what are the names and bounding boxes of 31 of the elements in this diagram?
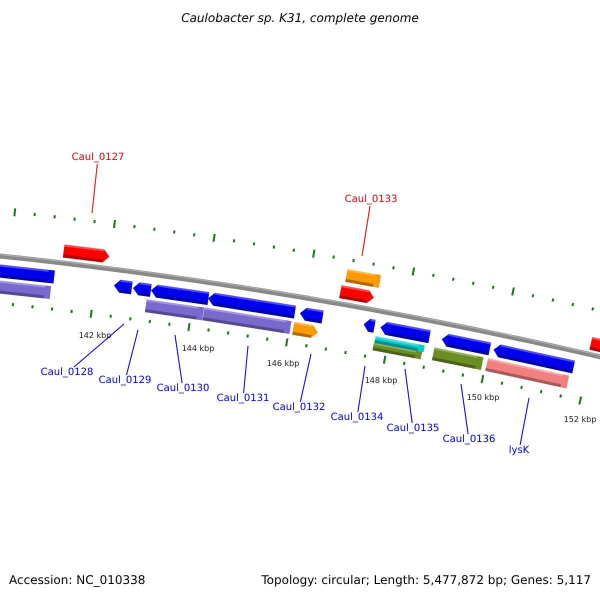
scale-label: 152 kbp [564, 414, 596, 426]
gene-label: Caul_0133 [344, 194, 398, 206]
scale-label: 148 kbp [364, 375, 398, 387]
gene-label: Caul_0131 [216, 393, 270, 405]
gene-label: Caul_0132 [272, 402, 326, 414]
gene-label: Caul_0127 [72, 152, 124, 164]
leader-line [357, 366, 366, 412]
gene-label: Caul_0136 [442, 434, 496, 446]
leader-line [362, 206, 370, 256]
leader-line [126, 330, 138, 376]
gene-label: lysK [508, 445, 530, 457]
gene-label: Caul_0129 [98, 375, 152, 387]
scale-label: 142 kbp [78, 330, 112, 342]
gene-label: Caul_0130 [156, 383, 210, 395]
leader-line [243, 346, 248, 394]
leader-line [300, 354, 312, 402]
scale-label: 150 kbp [466, 392, 500, 404]
leader-line [74, 324, 124, 368]
leader-line [460, 384, 469, 434]
gene-label: Caul_0135 [386, 423, 440, 435]
leader-line [174, 334, 183, 384]
footer-text: Topology: circular; Length: 5,477,872 bp; Genes: 5,117 [261, 572, 591, 589]
leader-line [404, 368, 413, 424]
leader-line [520, 398, 530, 446]
leader-line [92, 164, 98, 214]
scale-label: 144 kbp [182, 343, 214, 355]
scale-label: 146 kbp [266, 358, 300, 370]
footer-text: Accession: NC_010338 [9, 572, 146, 589]
gene-label: Caul_0128 [40, 367, 94, 379]
map-title: Caulobacter sp. K31, complete genome [181, 10, 419, 27]
gene-label: Caul_0134 [330, 412, 384, 424]
